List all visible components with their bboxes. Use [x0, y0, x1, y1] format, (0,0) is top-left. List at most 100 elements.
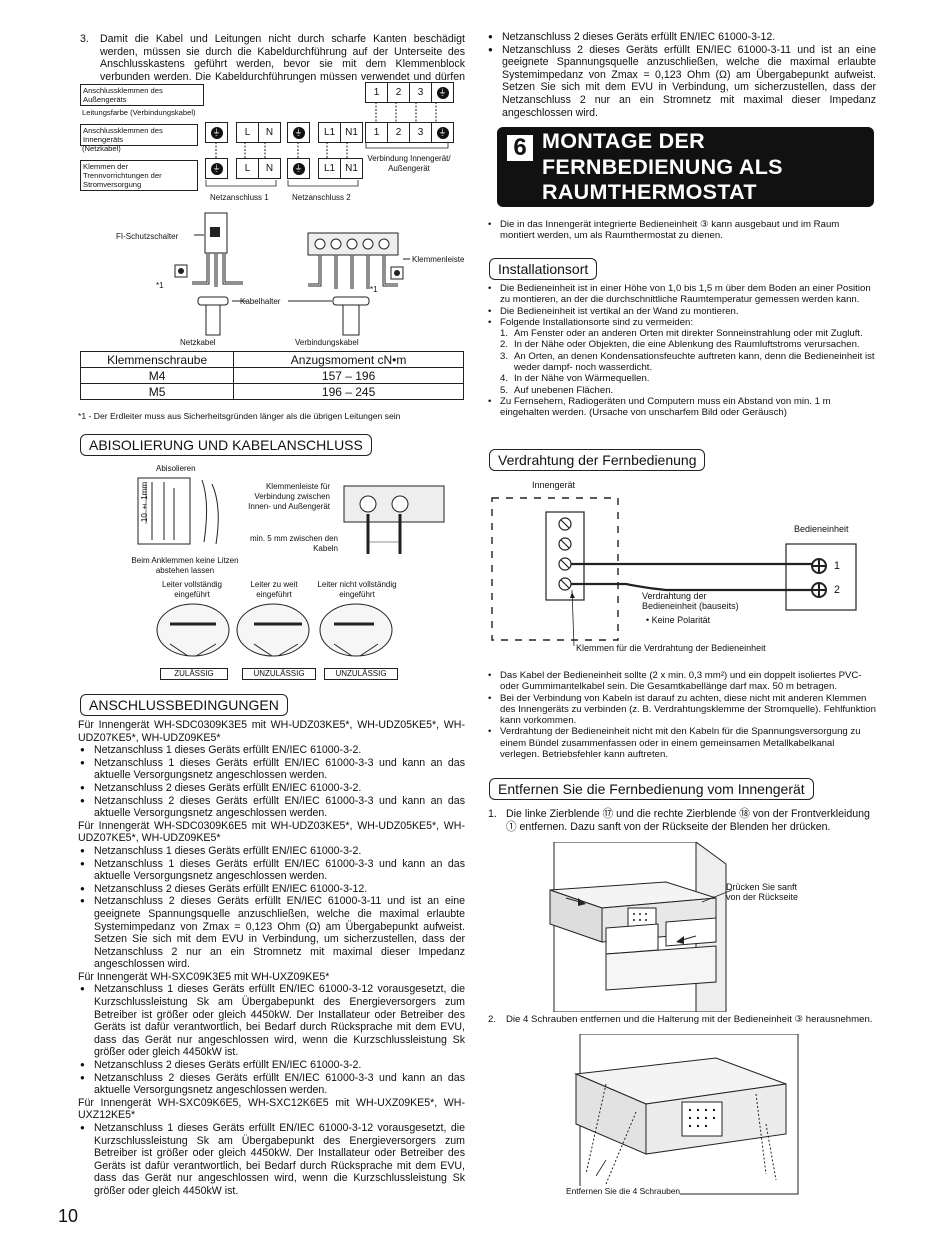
ground-terminal: ⏚ — [205, 158, 228, 179]
disconnect-terminal-row-1: ⏚ L N — [205, 158, 281, 179]
label-kabelhalter: Kabelhalter — [240, 297, 281, 306]
label-min-5mm: min. 5 mm zwischen den Kabeln — [249, 534, 338, 553]
table-cell: M4 — [79, 367, 235, 384]
list-item: Netzanschluss 2 dieses Geräts erfüllt EN… — [78, 782, 465, 795]
list-item: Netzanschluss 2 dieses Geräts erfüllt EN… — [78, 795, 465, 820]
table-cell: 196 – 245 — [233, 383, 464, 400]
list-item: Netzanschluss 2 dieses Geräts erfüllt EN… — [78, 1072, 465, 1097]
step-2-number: 2. — [488, 1014, 497, 1025]
label-star-1-right: *1 — [370, 285, 378, 294]
label-verdrahtung-bauseits: Verdrahtung der Bedieneinheit (bauseits) — [642, 591, 739, 611]
label-outdoor-terminals: Anschlussklemmen des Außengeräts — [80, 84, 204, 106]
unit-heading: Für Innengerät WH-SXC09K3E5 mit WH-UXZ09… — [78, 970, 330, 983]
label-disconnect-terminals: Klemmen der Trennvorrichtungen der Strom… — [80, 160, 198, 191]
list-item: 2.In der Nähe oder Objekten, die eine Ab… — [486, 339, 876, 350]
ground-icon: ⏚ — [210, 127, 223, 139]
terminal-diagram: Anschlussklemmen des Außengeräts Leitung… — [80, 82, 466, 202]
item-number: 3. — [500, 350, 509, 362]
section-title-line-2: FERNBEDIENUNG ALS — [542, 154, 783, 179]
label-terminal-2: 2 — [834, 584, 840, 596]
table-header: Klemmenschraube — [79, 351, 235, 368]
terminal-wires — [205, 102, 449, 187]
table-cell: M5 — [79, 383, 235, 400]
figure-1-drawing — [549, 842, 733, 1012]
wiring-list: Das Kabel der Bedieneinheit sollte (2 x … — [486, 670, 876, 760]
figure-remove-screws: Entfernen Sie die 4 Schrauben — [566, 1034, 806, 1202]
label-dimension: 10 ± 1mm — [140, 482, 149, 523]
label-netzkabel: Netzkabel — [180, 338, 216, 347]
label-litzen: Beim Anklemmen keine Litzen abstehen las… — [131, 556, 239, 575]
unit-heading: Für Innengerät WH-SDC0309K3E5 mit WH-UDZ… — [78, 719, 465, 744]
list-item: Zu Fernsehern, Radiogeräten und Computer… — [486, 396, 876, 419]
item-text: An Orten, an denen Kondensationsfeuchte … — [514, 350, 875, 374]
label-star-1-left: *1 — [156, 281, 164, 290]
step-2: 2. Die 4 Schrauben entfernen und die Hal… — [486, 1014, 876, 1025]
label-druecken: Drücken Sie sanft von der Rückseite — [726, 882, 799, 902]
label-zulaessig: ZULÄSSIG — [160, 668, 228, 680]
list-item: 4.In der Nähe von Wärmequellen. — [486, 373, 876, 384]
table-row: M4 157 – 196 — [79, 367, 464, 384]
item-text: In der Nähe von Wärmequellen. — [514, 373, 650, 385]
label-unzulaessig-2: UNZULÄSSIG — [324, 668, 398, 680]
list-item: 1. Am Fenster oder an anderen Orten mit d… — [486, 328, 876, 339]
label-verbindung: Verbindung Innengerät/ Außengerät — [367, 154, 451, 173]
step-3-text: Damit die Kabel und Leitungen nicht durc… — [100, 33, 465, 95]
section-number: 6 — [507, 135, 533, 161]
footnote: *1 - Der Erdleiter muss aus Sicherheitsg… — [78, 411, 401, 421]
ground-icon: ⏚ — [292, 127, 305, 139]
label-terminal-1: 1 — [834, 560, 840, 572]
list-item: 3. An Orten, an denen Kondensationsfeucht… — [486, 351, 876, 374]
section-title-line-3: RAUMTHERMOSTAT — [542, 180, 757, 204]
terminal-N: N — [258, 122, 281, 143]
heading-verdrahtung: Verdrahtung der Fernbedienung — [489, 449, 706, 471]
item-number: 1. — [500, 328, 509, 340]
conditions-list: Für Innengerät WH-SDC0309K3E5 mit WH-UDZ… — [78, 719, 465, 1198]
terminal-N1: N1 — [340, 158, 363, 179]
list-item: Das Kabel der Bedieneinheit sollte (2 x … — [486, 670, 876, 693]
label-unzulaessig-1: UNZULÄSSIG — [242, 668, 316, 680]
label-keine-polaritaet: • Keine Polarität — [646, 615, 711, 625]
ground-icon: ⏚ — [210, 163, 223, 175]
list-item: Verdrahtung der Bedieneinheit nicht mit … — [486, 726, 876, 760]
figure-remove-panels: Drücken Sie sanft von der Rückseite — [546, 842, 866, 1012]
figure-2-drawing — [574, 1034, 799, 1195]
item-number: 5. — [500, 384, 509, 396]
indoor-terminal-row-3: 1 2 3 ⏚ — [365, 122, 454, 143]
step-1-text: Die linke Zierblende ⑰ und die rechte Zi… — [506, 808, 870, 833]
table-header-row: Klemmenschraube Anzugsmoment cN•m — [79, 351, 464, 368]
list-item: Die Bedieneinheit ist vertikal an der Wa… — [486, 306, 876, 318]
label-netzanschluss-2: Netzanschluss 2 — [292, 193, 351, 202]
label-klemmen: Klemmen für die Verdrahtung der Bedienei… — [576, 643, 766, 653]
label-indoor-terminals: Anschlussklemmen des Innengeräts — [80, 124, 198, 146]
list-item: Netzanschluss 1 dieses Geräts erfüllt EN… — [78, 845, 465, 858]
ground-icon: ⏚ — [436, 127, 449, 139]
list-item: Netzanschluss 2 dieses Geräts erfüllt EN… — [78, 1059, 465, 1072]
item-text: Am Fenster oder an anderen Orten mit dir… — [514, 328, 863, 340]
table-header: Anzugsmoment cN•m — [233, 351, 464, 368]
list-item: Netzanschluss 1 dieses Geräts erfüllt EN… — [78, 983, 465, 1059]
list-item: Netzanschluss 1 dieses Geräts erfüllt EN… — [78, 744, 465, 757]
list-item: Die in das Innengerät integrierte Bedien… — [486, 219, 876, 242]
list-item: Folgende Installationsorte sind zu verme… — [486, 317, 876, 329]
ground-icon: ⏚ — [292, 163, 305, 175]
cable-drawing — [174, 212, 410, 336]
disconnect-terminal-row-2: ⏚ L1 N1 — [287, 158, 363, 179]
list-item: Netzanschluss 1 dieses Geräts erfüllt EN… — [78, 757, 465, 782]
terminal-N1: N1 — [340, 122, 363, 143]
ground-terminal: ⏚ — [431, 82, 454, 103]
section-title: MONTAGE DER FERNBEDIENUNG ALS RAUMTHERMO… — [542, 129, 783, 206]
step-2-text: Die 4 Schrauben entfernen und die Halter… — [506, 1014, 873, 1025]
avoid-list: 1. Am Fenster oder an anderen Orten mit d… — [486, 328, 876, 396]
label-wire-color: Leitungsfarbe (Verbindungskabel) — [82, 108, 196, 117]
label-fi-schutzschalter: FI-Schutzschalter — [116, 232, 179, 241]
label-netzanschluss-1: Netzanschluss 1 — [210, 193, 269, 202]
list-item: Netzanschluss 2 dieses Geräts erfüllt EN… — [486, 44, 876, 120]
ground-terminal: ⏚ — [431, 122, 454, 143]
heading-installationsort: Installationsort — [489, 258, 598, 280]
indoor-terminal-row-1: ⏚ L N — [205, 122, 281, 143]
item-text: Auf unebenen Flächen. — [514, 384, 614, 396]
list-item: Die Bedieneinheit ist in einer Höhe von … — [486, 283, 876, 306]
label-power-cable: (Netzkabel) — [82, 144, 121, 153]
cable-diagram: FI-Schutzschalter Klemmenleiste *1 *1 Ka… — [116, 205, 464, 347]
list-item: Netzanschluss 2 dieses Geräts erfüllt EN… — [78, 883, 465, 896]
